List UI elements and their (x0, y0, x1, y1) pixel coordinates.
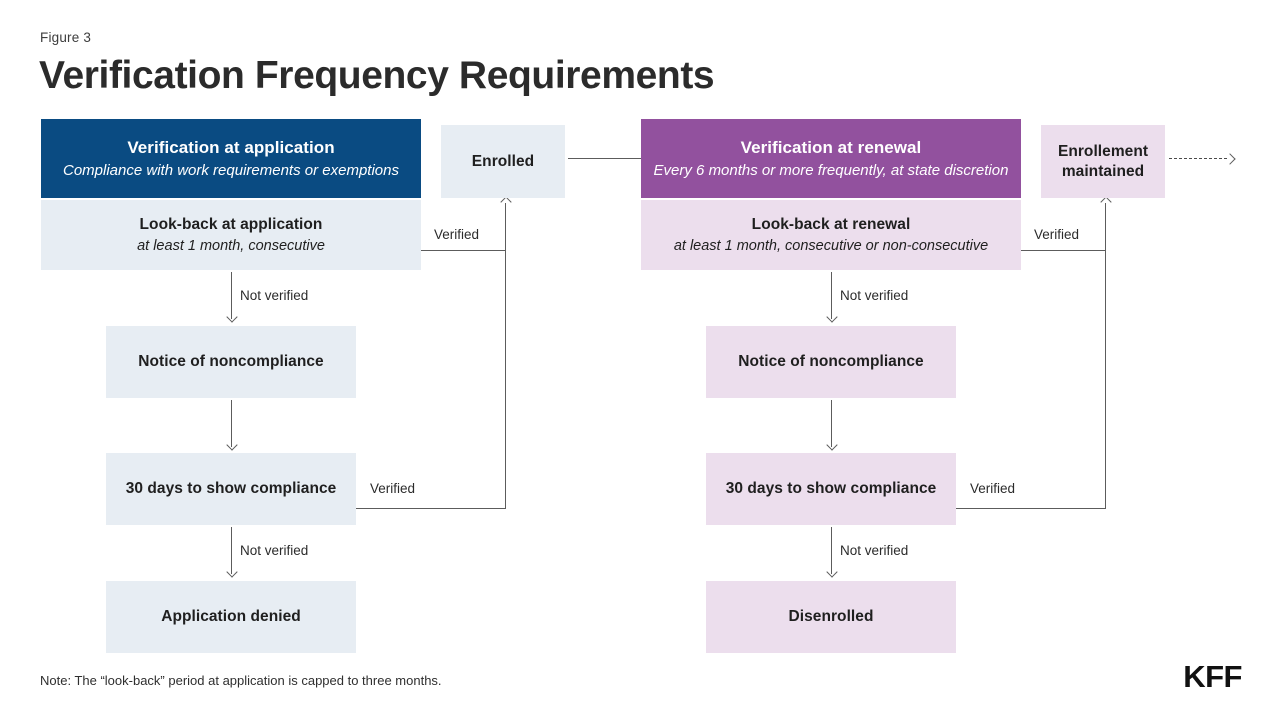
enrollment-maintained-box: Enrollement maintained (1041, 125, 1165, 198)
connector-enrolled-to-renewal (568, 158, 644, 159)
enrollment-maintained-line1: Enrollement (1057, 142, 1149, 160)
page-title: Verification Frequency Requirements (39, 54, 715, 97)
connector-application-verified-riser (505, 203, 506, 509)
application-notice-box: Notice of noncompliance (106, 326, 356, 398)
arrow-down-icon (826, 566, 838, 578)
application-denied-label: Application denied (161, 608, 301, 626)
edge-label-application-not-verified-2: Not verified (240, 543, 309, 558)
figure-number: Figure 3 (40, 30, 92, 45)
connector-renewal-lookback-to-notice (831, 272, 832, 319)
application-lookback-box: Look-back at application at least 1 mont… (41, 200, 421, 270)
connector-application-notice-to-30days (231, 400, 232, 447)
application-header-box: Verification at application Compliance w… (41, 119, 421, 198)
renewal-notice-label: Notice of noncompliance (738, 353, 924, 371)
edge-label-renewal-verified-2: Verified (970, 481, 1016, 496)
arrow-up-icon (500, 196, 512, 208)
renewal-30days-box: 30 days to show compliance (706, 453, 956, 525)
arrow-down-icon (226, 439, 238, 451)
figure-note: Note: The “look-back” period at applicat… (40, 673, 442, 688)
arrow-down-icon (226, 311, 238, 323)
renewal-30days-label: 30 days to show compliance (725, 480, 937, 498)
arrow-down-icon (826, 439, 838, 451)
arrow-right-icon (1224, 153, 1236, 165)
renewal-disenrolled-box: Disenrolled (706, 581, 956, 653)
connector-application-30days-to-denied (231, 527, 232, 574)
renewal-notice-box: Notice of noncompliance (706, 326, 956, 398)
connector-renewal-verified-riser (1105, 203, 1106, 509)
application-header-subtitle: Compliance with work requirements or exe… (63, 161, 399, 179)
application-header-title: Verification at application (127, 138, 335, 158)
renewal-lookback-subtitle: at least 1 month, consecutive or non-con… (673, 237, 989, 254)
application-notice-label: Notice of noncompliance (138, 353, 324, 371)
connector-application-lookback-to-notice (231, 272, 232, 319)
kff-logo: KFF (1183, 659, 1242, 694)
edge-label-renewal-not-verified-1: Not verified (840, 288, 909, 303)
renewal-header-box: Verification at renewal Every 6 months o… (641, 119, 1021, 198)
connector-application-30days-verified (356, 508, 506, 509)
enrolled-label: Enrolled (471, 152, 535, 170)
application-30days-box: 30 days to show compliance (106, 453, 356, 525)
edge-label-renewal-verified-1: Verified (1034, 227, 1080, 242)
edge-label-renewal-not-verified-2: Not verified (840, 543, 909, 558)
connector-renewal-notice-to-30days (831, 400, 832, 447)
application-30days-label: 30 days to show compliance (125, 480, 337, 498)
renewal-lookback-title: Look-back at renewal (751, 215, 911, 233)
enrolled-box: Enrolled (441, 125, 565, 198)
application-denied-box: Application denied (106, 581, 356, 653)
edge-label-application-verified-2: Verified (370, 481, 416, 496)
arrow-up-icon (1100, 196, 1112, 208)
application-lookback-subtitle: at least 1 month, consecutive (137, 237, 325, 254)
renewal-lookback-box: Look-back at renewal at least 1 month, c… (641, 200, 1021, 270)
application-lookback-title: Look-back at application (139, 215, 323, 233)
arrow-down-icon (826, 311, 838, 323)
renewal-disenrolled-label: Disenrolled (788, 608, 874, 626)
enrollment-maintained-line2: maintained (1061, 162, 1145, 180)
connector-application-lookback-verified (421, 250, 506, 251)
edge-label-application-verified-1: Verified (434, 227, 480, 242)
connector-maintained-continuation-dashed (1169, 158, 1227, 159)
renewal-header-title: Verification at renewal (740, 138, 922, 158)
renewal-header-subtitle: Every 6 months or more frequently, at st… (653, 161, 1009, 179)
edge-label-application-not-verified-1: Not verified (240, 288, 309, 303)
connector-renewal-30days-verified (956, 508, 1106, 509)
connector-renewal-lookback-verified (1021, 250, 1106, 251)
arrow-down-icon (226, 566, 238, 578)
connector-renewal-30days-to-disenrolled (831, 527, 832, 574)
